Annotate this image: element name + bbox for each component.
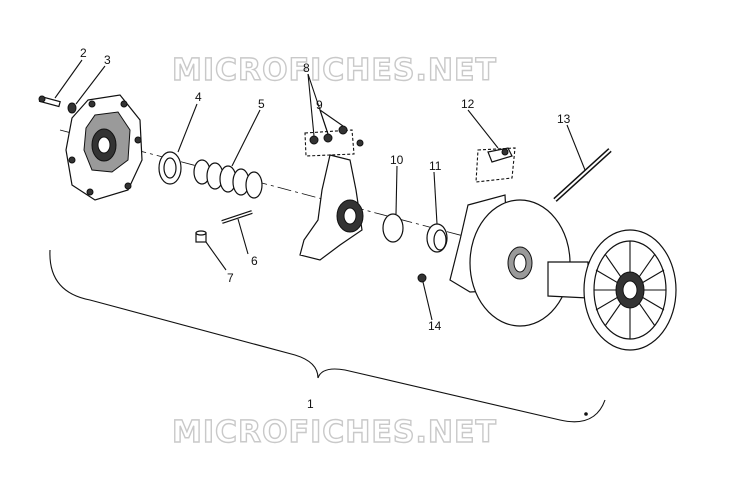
inner-bushing-part xyxy=(426,223,448,253)
cover-plate-part xyxy=(65,94,143,201)
mount-bracket-part xyxy=(475,147,516,183)
callout-3: 3 xyxy=(104,53,111,67)
callout-5: 5 xyxy=(258,97,265,111)
assembly-bracket xyxy=(49,249,606,423)
leader-lines xyxy=(54,59,586,321)
callout-2: 2 xyxy=(80,46,87,60)
callout-4: 4 xyxy=(195,90,202,104)
dot-marker xyxy=(584,412,588,416)
callout-6: 6 xyxy=(251,254,258,268)
nut-washer-set xyxy=(304,125,355,157)
watermark-bottom: MICROFICHES.NET xyxy=(172,415,497,450)
callout-7: 7 xyxy=(227,271,234,285)
callout-11: 11 xyxy=(429,159,442,173)
sheave-part xyxy=(449,194,571,327)
callout-8: 8 xyxy=(303,61,310,75)
plug-part xyxy=(195,230,207,243)
bushing-part xyxy=(158,151,182,185)
callout-9: 9 xyxy=(316,98,323,112)
washer-part xyxy=(67,102,77,114)
callout-14: 14 xyxy=(428,319,442,333)
ring-part xyxy=(382,213,404,243)
callout-10: 10 xyxy=(390,153,404,167)
watermark-top: MICROFICHES.NET xyxy=(172,53,497,88)
screw-part xyxy=(417,273,427,283)
spider-arm-part xyxy=(299,139,364,261)
callout-13: 13 xyxy=(557,112,571,126)
bolt-part xyxy=(38,95,61,108)
shaft-part xyxy=(553,148,612,202)
spoked-wheel-part xyxy=(547,229,677,351)
spring-part xyxy=(193,159,263,199)
callout-1: 1 xyxy=(307,397,314,411)
callout-12: 12 xyxy=(461,97,475,111)
